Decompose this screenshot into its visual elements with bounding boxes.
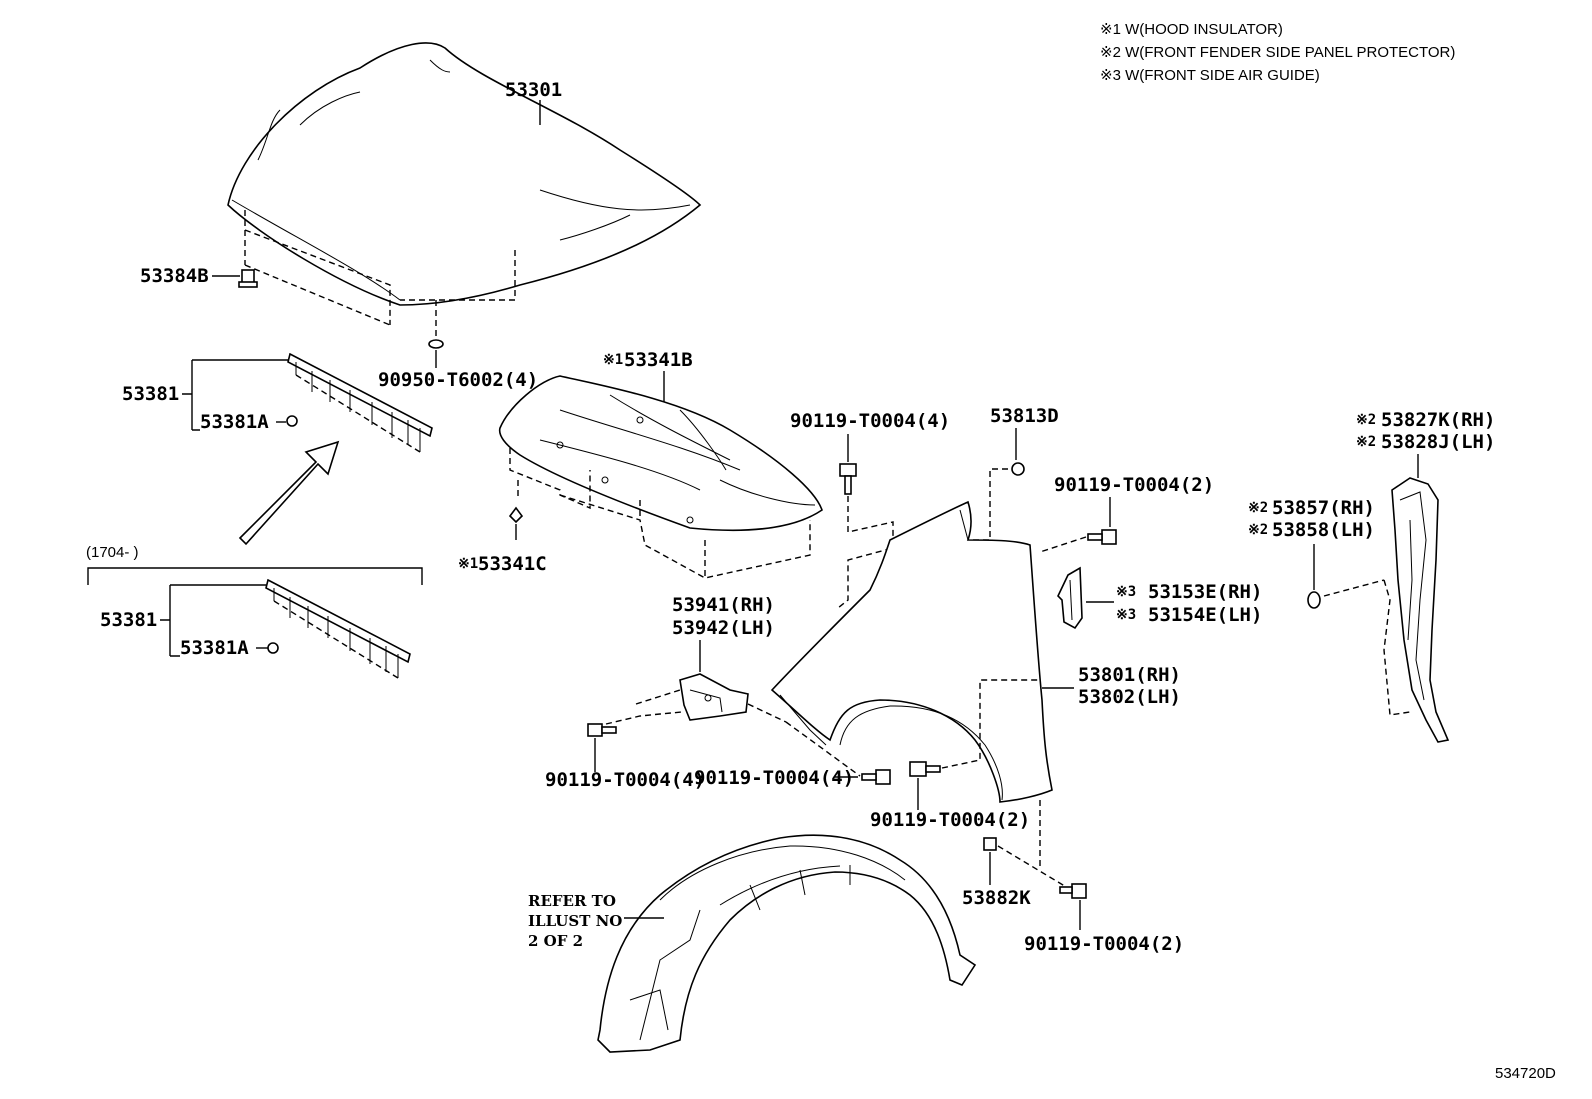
- fender-bracket-part[interactable]: [679, 673, 749, 721]
- bolt-bracket-left-part[interactable]: [587, 723, 617, 737]
- seal-upper-label: 53381: [122, 383, 179, 405]
- bolt-fender-top-label: 90119-T0004(2): [1054, 474, 1214, 496]
- clip-part[interactable]: [1307, 591, 1321, 609]
- bolt-bracket-right-label: 90119-T0004(4): [694, 767, 854, 789]
- fender-rh-label: 53801(RH): [1078, 664, 1181, 686]
- bracket-rh-label: 53941(RH): [672, 594, 775, 616]
- fender-liner-part[interactable]: [597, 834, 977, 1053]
- direction-arrow-icon: [238, 440, 340, 546]
- fender-lh-label: 53802(LH): [1078, 686, 1181, 708]
- clip-rh-label: 53857(RH): [1272, 497, 1375, 519]
- clip-lh-label: 53858(LH): [1272, 519, 1375, 541]
- seal-lower-clip-part[interactable]: [267, 642, 279, 654]
- hood-insulator-part[interactable]: [498, 375, 823, 532]
- panel-protector-lh-label: 53828J(LH): [1381, 431, 1495, 453]
- refer-line1: REFER TO: [528, 892, 616, 910]
- stopper-part[interactable]: [1011, 462, 1025, 476]
- seal-lower-part[interactable]: [265, 578, 411, 679]
- bolt-fender-mid-label: 90119-T0004(2): [870, 809, 1030, 831]
- clip-lh-mark: ※2: [1248, 522, 1268, 538]
- bracket-lh-label: 53942(LH): [672, 617, 775, 639]
- bolt-fender-bottom-label: 90119-T0004(2): [1024, 933, 1184, 955]
- insulator-label: 53341B: [624, 349, 693, 371]
- front-fender-part[interactable]: [770, 500, 1053, 803]
- bolt-fender-mid-part[interactable]: [909, 761, 941, 777]
- insulator-clip-part[interactable]: [428, 339, 444, 349]
- air-guide-lh-label: 53154E(LH): [1148, 604, 1262, 626]
- air-guide-rh-label: 53153E(RH): [1148, 581, 1262, 603]
- refer-line2: ILLUST NO: [528, 912, 622, 930]
- insulator-retainer-label: 53341C: [478, 553, 547, 575]
- bolt-bracket-right-part[interactable]: [861, 769, 891, 785]
- bolt-top-label: 90119-T0004(4): [790, 410, 950, 432]
- panel-protector-part[interactable]: [1391, 477, 1450, 743]
- air-guide-lh-mark: ※3: [1116, 607, 1136, 623]
- panel-protector-lh-mark: ※2: [1356, 434, 1376, 450]
- panel-protector-rh-label: 53827K(RH): [1381, 409, 1495, 431]
- note-2: ※2 W(FRONT FENDER SIDE PANEL PROTECTOR): [1100, 44, 1455, 61]
- panel-protector-rh-mark: ※2: [1356, 412, 1376, 428]
- refer-line3: 2 OF 2: [528, 932, 583, 950]
- insulator-retainer-part[interactable]: [508, 506, 524, 524]
- seal-upper-part[interactable]: [287, 352, 433, 453]
- date-range-label: (1704- ): [86, 544, 139, 561]
- seal-lower-label: 53381: [100, 609, 157, 631]
- hood-label: 53301: [505, 79, 562, 101]
- hood-cushion-part[interactable]: [238, 269, 258, 288]
- hood-part[interactable]: [227, 42, 702, 306]
- seal-lower-clip-label: 53381A: [180, 637, 249, 659]
- insulator-retainer-mark: ※1: [458, 556, 478, 572]
- seal-upper-clip-label: 53381A: [200, 411, 269, 433]
- insulator-clip-label: 90950-T6002(4): [378, 369, 538, 391]
- hood-cushion-label: 53384B: [140, 265, 209, 287]
- bolt-top-part[interactable]: [839, 463, 857, 495]
- stopper-label: 53813D: [990, 405, 1059, 427]
- bolt-bracket-left-label: 90119-T0004(4): [545, 769, 705, 791]
- air-guide-part[interactable]: [1057, 566, 1083, 630]
- air-guide-rh-mark: ※3: [1116, 584, 1136, 600]
- bolt-fender-bottom-part[interactable]: [1059, 883, 1087, 899]
- nut-part[interactable]: [983, 837, 997, 851]
- bolt-fender-top-part[interactable]: [1087, 529, 1117, 545]
- note-1: ※1 W(HOOD INSULATOR): [1100, 21, 1283, 38]
- clip-rh-mark: ※2: [1248, 500, 1268, 516]
- figure-id: 534720D: [1495, 1065, 1556, 1082]
- note-3: ※3 W(FRONT SIDE AIR GUIDE): [1100, 67, 1320, 84]
- nut-label: 53882K: [962, 887, 1031, 909]
- seal-upper-clip-part[interactable]: [286, 415, 298, 427]
- insulator-mark: ※1: [603, 352, 623, 368]
